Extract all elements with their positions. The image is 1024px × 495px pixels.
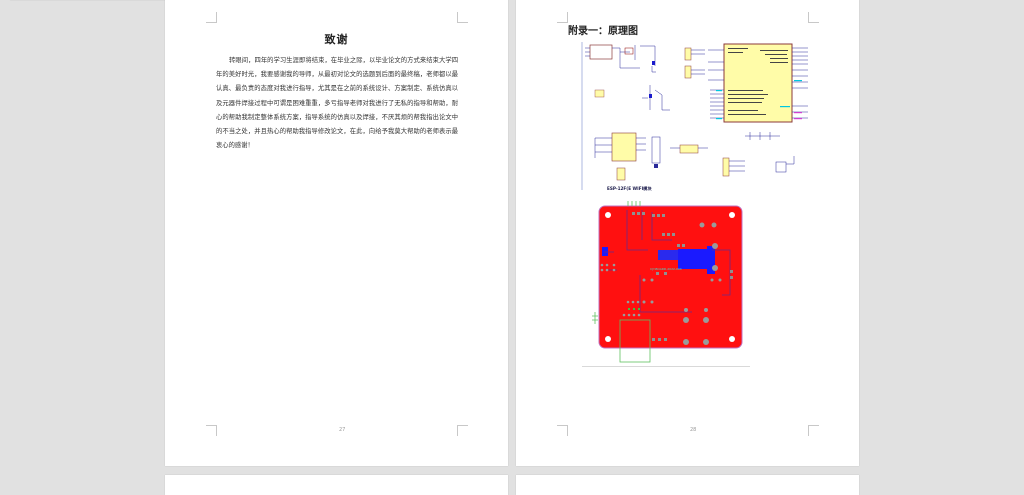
pcb-board-label: CJY-BOARD-2022-004 bbox=[650, 267, 682, 271]
page-number: 28 bbox=[690, 427, 697, 433]
margin-mark-top-right bbox=[808, 12, 819, 23]
appendix-title: 附录一：原理图 bbox=[568, 26, 638, 37]
margin-mark-bottom-right bbox=[808, 425, 819, 436]
page-30-top-edge bbox=[516, 475, 859, 495]
esp-module-label: ESP-12F(E WIFI模块 bbox=[607, 185, 652, 192]
page-27: 致谢 转眼间，四年的学习生涯即将结束，在毕业之际，以毕业论文的方式来结束大学四年… bbox=[165, 0, 508, 466]
margin-mark-bottom-left bbox=[557, 425, 568, 436]
acknowledgement-title: 致谢 bbox=[324, 33, 349, 46]
page-number: 27 bbox=[339, 427, 346, 433]
page-29-top-edge bbox=[165, 475, 508, 495]
figure-bottom-rule bbox=[582, 366, 750, 367]
margin-mark-bottom-right bbox=[457, 425, 468, 436]
pcb-image: CJY-BOARD-2022-004 bbox=[592, 201, 743, 363]
margin-mark-top-left bbox=[557, 12, 568, 23]
margin-mark-bottom-left bbox=[206, 425, 217, 436]
page-28: 附录一：原理图 bbox=[516, 0, 859, 466]
pcb-layout-image[interactable]: CJY-BOARD-2022-004 bbox=[582, 200, 752, 365]
acknowledgement-paragraph: 转眼间，四年的学习生涯即将结束，在毕业之际，以毕业论文的方式来结束大学四年的美好… bbox=[216, 57, 458, 150]
schematic-diagram[interactable]: ESP-12F(E WIFI模块 bbox=[580, 40, 812, 194]
margin-mark-top-left bbox=[206, 12, 217, 23]
schematic-image: ESP-12F(E WIFI模块 bbox=[581, 42, 808, 192]
margin-mark-top-right bbox=[457, 12, 468, 23]
